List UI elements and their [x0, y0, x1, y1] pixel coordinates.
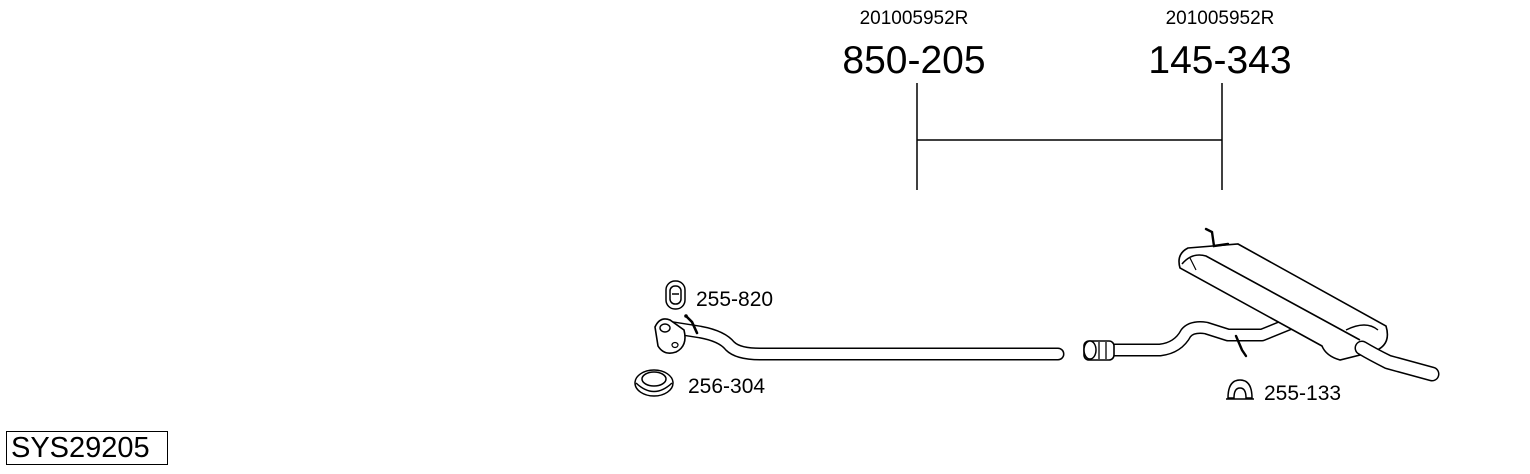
mounting-bracket-icon[interactable]	[1226, 379, 1254, 400]
front-pipe-drawing[interactable]	[654, 314, 1065, 361]
oe-number-rear: 201005952R	[1166, 8, 1275, 29]
part-number-rear-silencer[interactable]: 145-343	[1148, 39, 1291, 82]
system-code-label: SYS29205	[6, 431, 168, 465]
inlet-sleeve	[1083, 340, 1115, 361]
oe-number-front: 201005952R	[860, 8, 969, 29]
part-number-front-pipe[interactable]: 850-205	[842, 39, 985, 82]
front-pipe-flange	[654, 318, 686, 354]
gasket-ring-icon[interactable]	[634, 369, 674, 397]
accessory-label-gasket[interactable]: 256-304	[688, 375, 765, 398]
silencer-body	[1178, 243, 1389, 361]
reference-bracket	[916, 83, 1223, 190]
accessory-label-hanger[interactable]: 255-820	[696, 288, 773, 311]
rubber-hanger-icon[interactable]	[665, 280, 686, 310]
rear-silencer-drawing[interactable]	[1083, 227, 1440, 382]
accessory-label-bracket[interactable]: 255-133	[1264, 382, 1341, 405]
